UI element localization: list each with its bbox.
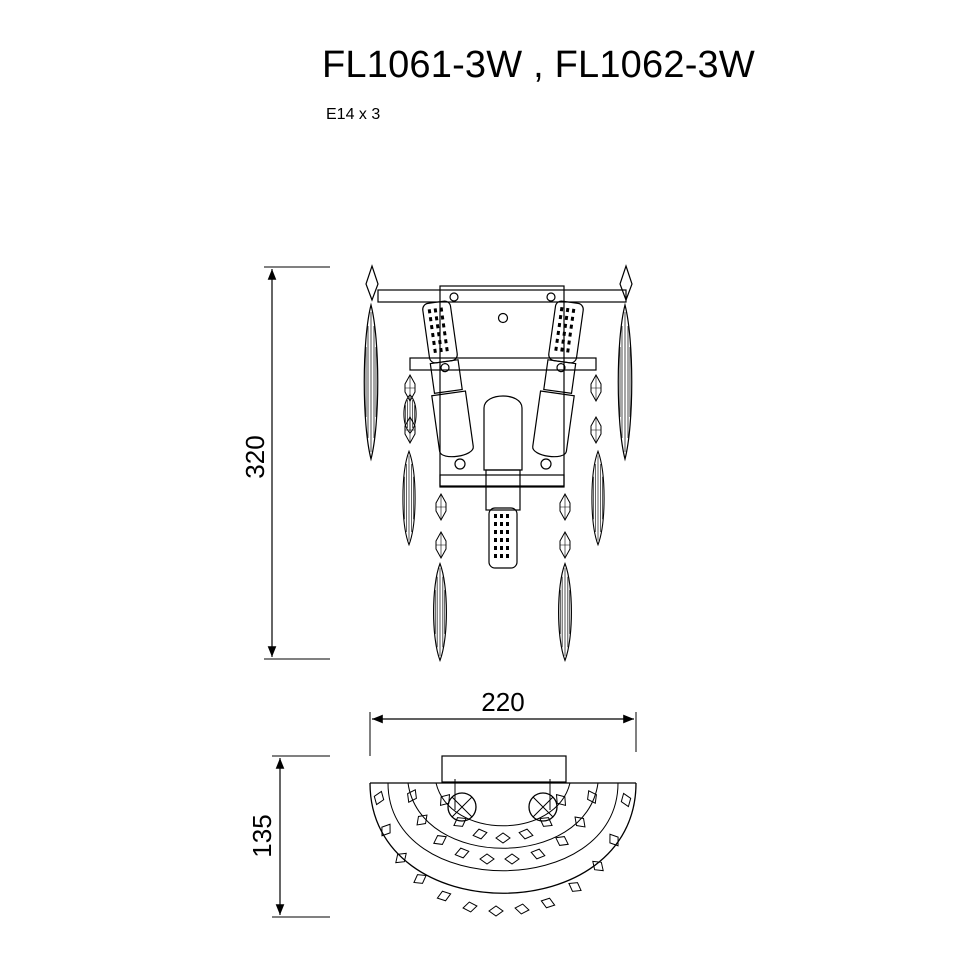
bulb-spec: E14 x 3 — [326, 106, 381, 123]
front-view — [363, 264, 633, 661]
wall-mount — [441, 755, 567, 783]
depth-label: 135 — [247, 814, 277, 857]
height-dimension: 320 — [240, 266, 330, 660]
height-label: 320 — [240, 435, 270, 478]
model-title: FL1061-3W , FL1062-3W — [322, 44, 755, 86]
depth-dimension: 135 — [247, 755, 330, 918]
middle-arm — [409, 357, 597, 371]
lower-arm — [439, 474, 565, 488]
back-plate — [439, 285, 565, 487]
width-label: 220 — [481, 687, 524, 717]
top-arm — [377, 289, 627, 303]
top-view — [369, 755, 637, 917]
width-dimension: 220 — [369, 687, 637, 756]
